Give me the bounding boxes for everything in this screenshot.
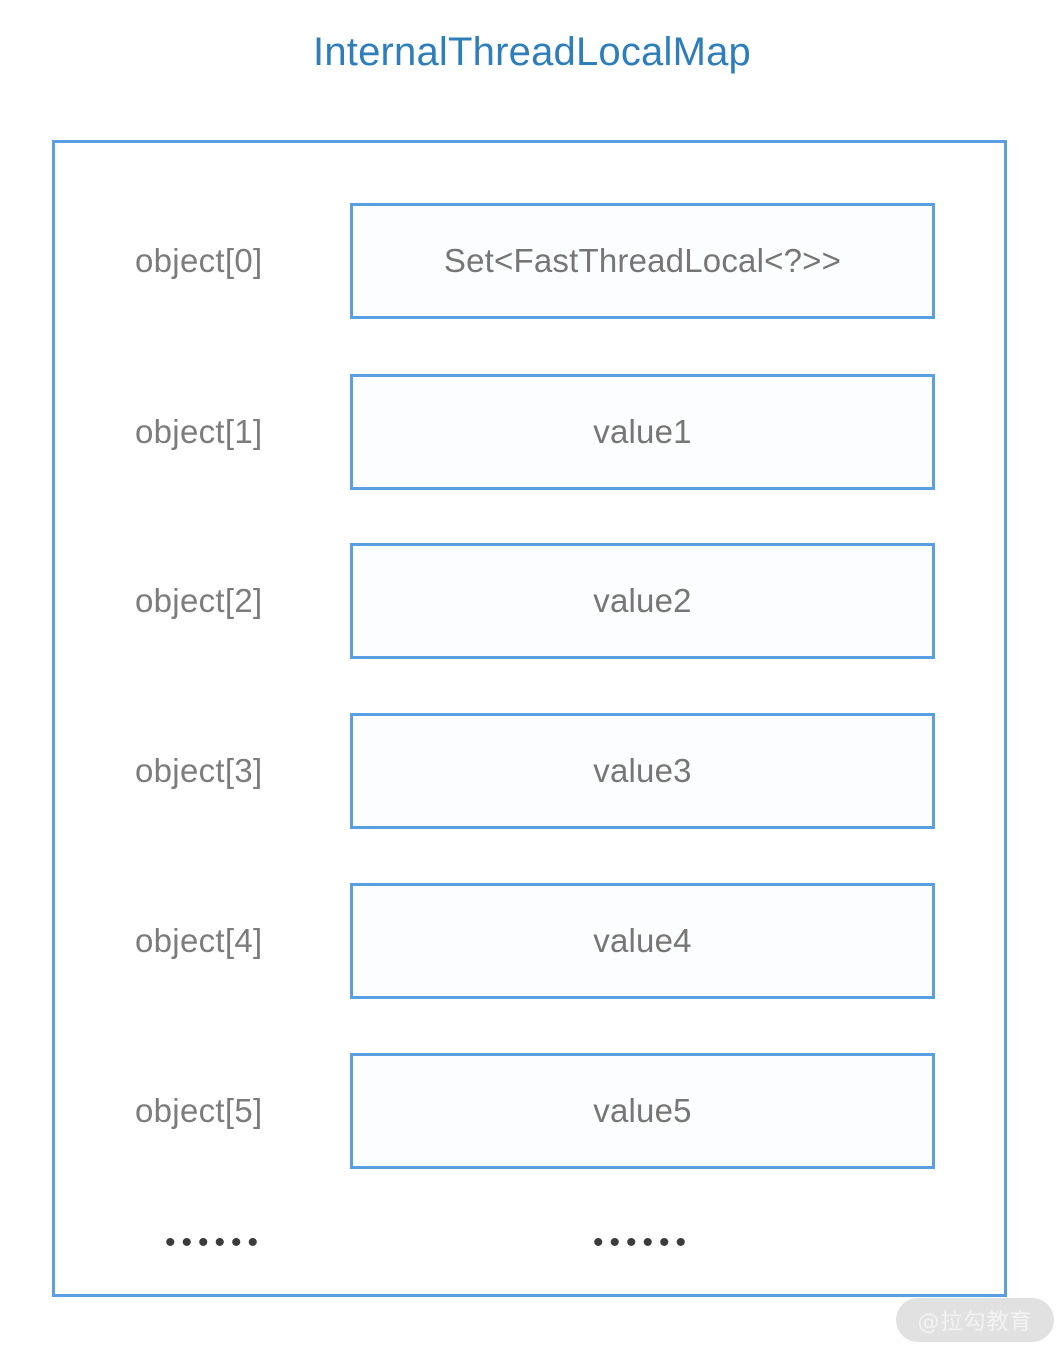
slot-box-2[interactable]: value2 <box>350 543 935 659</box>
slot-box-4[interactable]: value4 <box>350 883 935 999</box>
slot-label-3: object[3] <box>135 752 263 789</box>
slot-value-5: value5 <box>593 1092 692 1129</box>
slot-box-5[interactable]: value5 <box>350 1053 935 1169</box>
table-row: object[5] value5 <box>55 1053 1010 1169</box>
page-title: InternalThreadLocalMap <box>313 30 751 74</box>
slot-label-0: object[0] <box>135 242 263 279</box>
slot-label-4: object[4] <box>135 922 263 959</box>
slot-label-2: object[2] <box>135 582 263 619</box>
ellipsis-value-column: •••••• <box>592 1226 693 1259</box>
table-row: object[1] value1 <box>55 374 1010 490</box>
ellipsis-label-column: •••••• <box>165 1226 265 1259</box>
slot-value-0: Set<FastThreadLocal<?>> <box>443 242 842 279</box>
continuation-row: •••••• •••••• <box>55 1208 1010 1278</box>
slot-label-1: object[1] <box>135 413 263 450</box>
slot-box-0[interactable]: Set<FastThreadLocal<?>> <box>350 203 935 319</box>
slot-value-4: value4 <box>593 922 692 959</box>
table-row: object[3] value3 <box>55 713 1010 829</box>
slot-box-1[interactable]: value1 <box>350 374 935 490</box>
table-row: object[2] value2 <box>55 543 1010 659</box>
slot-box-3[interactable]: value3 <box>350 713 935 829</box>
table-row: object[4] value4 <box>55 883 1010 999</box>
table-row: object[0] Set<FastThreadLocal<?>> <box>55 203 1010 319</box>
internal-thread-local-map-container: object[0] Set<FastThreadLocal<?>> object… <box>52 140 1007 1297</box>
watermark-label: @拉勾教育 <box>917 1310 1033 1335</box>
slot-label-5: object[5] <box>135 1092 263 1129</box>
slot-value-1: value1 <box>593 413 692 450</box>
slot-value-3: value3 <box>593 752 692 789</box>
watermark-badge: @拉勾教育 <box>896 1298 1054 1342</box>
slot-value-2: value2 <box>593 582 692 619</box>
